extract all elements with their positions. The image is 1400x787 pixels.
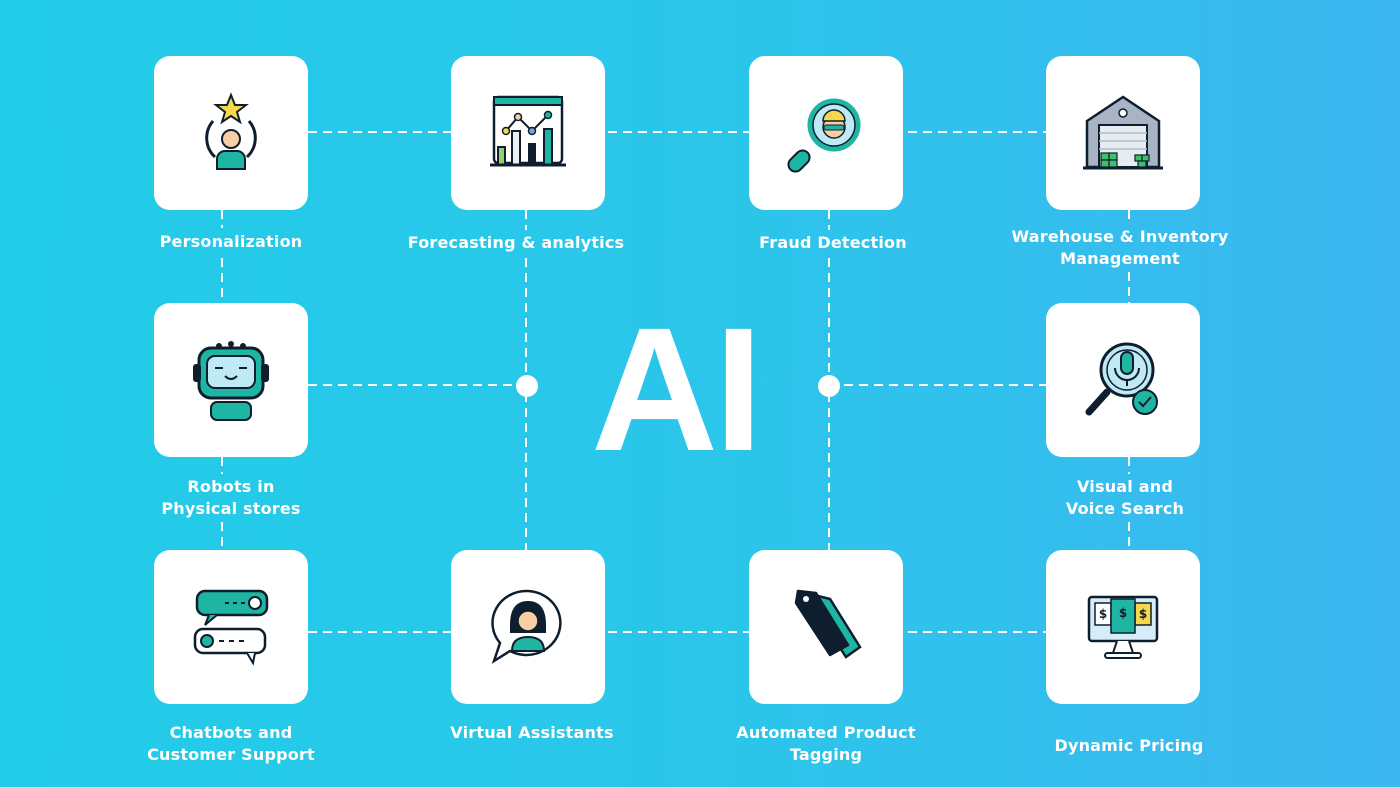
card-forecasting — [451, 56, 605, 210]
chat-bubbles-icon — [193, 589, 269, 666]
label-line: Customer Support — [147, 745, 315, 764]
svg-text:$: $ — [1139, 607, 1147, 621]
card-virtual-assistants — [451, 550, 605, 704]
label-line: Voice Search — [1065, 499, 1185, 518]
price-tags-icon — [794, 589, 862, 659]
label-line: Management — [1060, 249, 1180, 268]
card-personalization — [154, 56, 308, 210]
label-fraud-detection: Fraud Detection — [759, 233, 907, 252]
label-line: Tagging — [789, 745, 863, 764]
user-star-cycle-icon — [205, 92, 257, 170]
card-robots — [154, 303, 308, 457]
label-line: Warehouse & Inventory — [1011, 227, 1229, 246]
card-product-tagging — [749, 550, 903, 704]
junction-dot-right — [818, 375, 840, 397]
card-chatbots — [154, 550, 308, 704]
card-warehouse — [1046, 56, 1200, 210]
monitor-prices-icon: $ $ $ — [1087, 595, 1159, 659]
label-line: Physical stores — [161, 499, 301, 518]
svg-text:$: $ — [1099, 607, 1107, 621]
label-robots: Robots in Physical stores — [101, 476, 361, 520]
svg-text:$: $ — [1119, 606, 1127, 620]
label-line: Visual and — [1077, 477, 1173, 496]
label-virtual-assistants: Virtual Assistants — [450, 723, 614, 742]
magnifier-microphone-icon — [1085, 342, 1158, 416]
label-visual-voice: Visual and Voice Search — [995, 476, 1255, 520]
label-chatbots: Chatbots and Customer Support — [101, 722, 361, 766]
card-dynamic-pricing: $ $ $ — [1046, 550, 1200, 704]
analytics-chart-icon — [490, 95, 566, 167]
label-line: Automated Product — [736, 723, 916, 742]
assistant-headset-icon — [491, 589, 562, 664]
label-personalization: Personalization — [159, 232, 303, 251]
label-product-tagging: Automated Product Tagging — [696, 722, 956, 766]
magnifier-thief-icon — [787, 98, 861, 173]
card-fraud-detection — [749, 56, 903, 210]
label-warehouse: Warehouse & Inventory Management — [990, 226, 1250, 270]
center-title: AI — [591, 292, 763, 488]
junction-dot-left — [516, 375, 538, 397]
label-line: Robots in — [187, 477, 275, 496]
label-forecasting: Forecasting & analytics — [407, 233, 625, 252]
label-dynamic-pricing: Dynamic Pricing — [1054, 736, 1204, 755]
robot-icon — [193, 341, 269, 421]
label-line: Chatbots and — [169, 723, 293, 742]
card-visual-voice — [1046, 303, 1200, 457]
warehouse-icon — [1083, 95, 1163, 170]
